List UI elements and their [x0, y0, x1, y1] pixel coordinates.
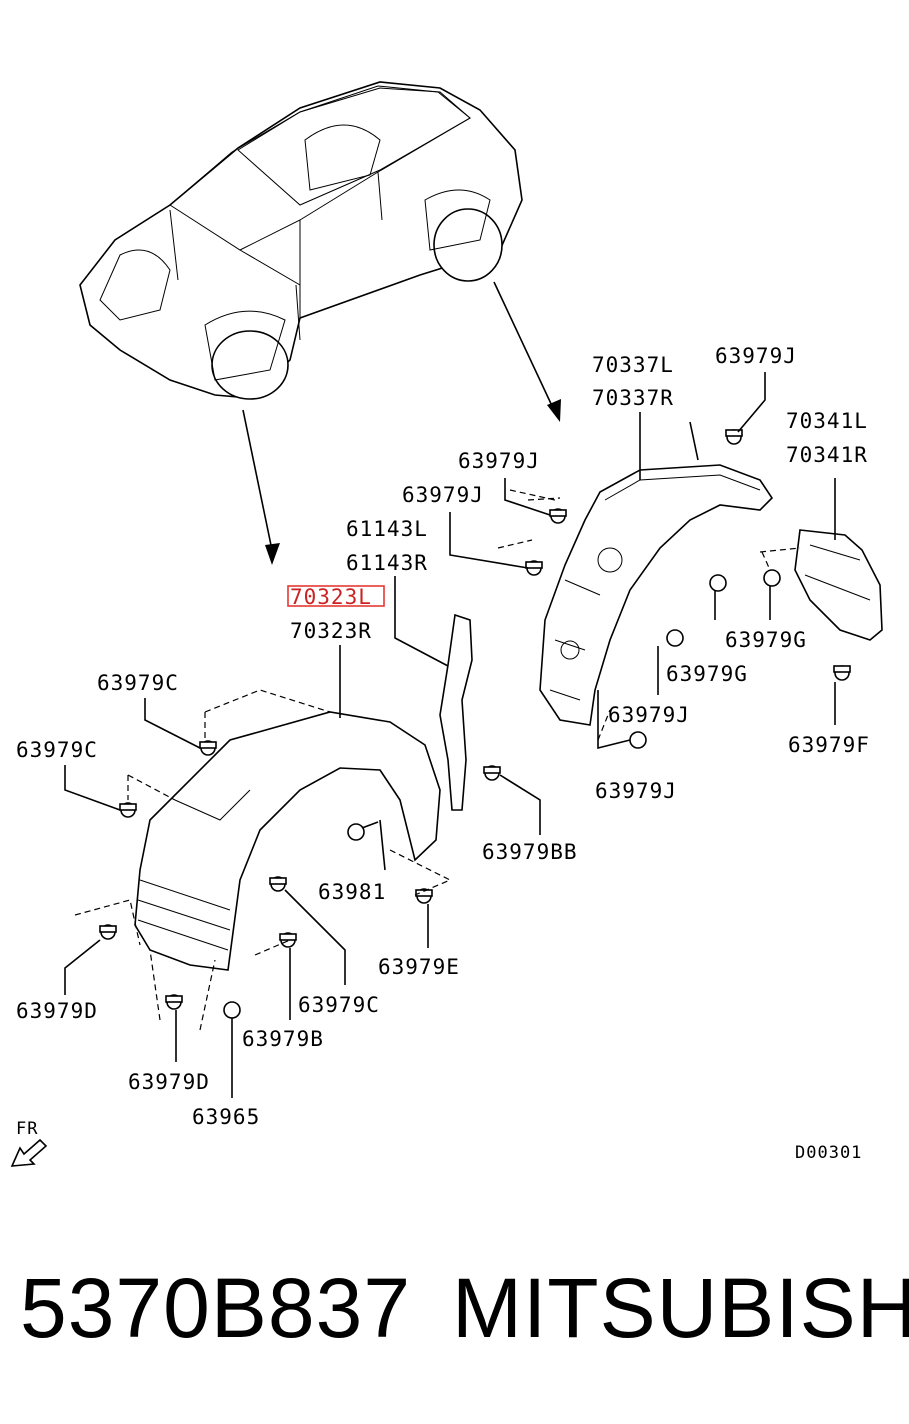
clip-63979C-b — [119, 802, 137, 818]
rear-mud-flap — [794, 529, 883, 641]
part-number: 5370B837 — [20, 1261, 412, 1355]
clip-63979J-d — [629, 731, 647, 749]
label-63979G: 63979G — [725, 628, 807, 652]
clip-63979D-b — [165, 994, 183, 1010]
label-63979D: 63979D — [16, 999, 98, 1023]
label-63979J: 63979J — [715, 344, 797, 368]
label-70341L: 70341L — [786, 409, 868, 433]
brand-name: MITSUBISHI — [452, 1261, 909, 1355]
part-labels: 70337L 70337R 63979J 70341L 70341R 63979… — [16, 344, 870, 1129]
label-63979J: 63979J — [595, 779, 677, 803]
bracket — [439, 613, 473, 811]
front-wheel-liner — [134, 711, 441, 971]
clip-63979F — [833, 665, 851, 681]
label-61143L: 61143L — [346, 517, 428, 541]
label-63979B: 63979B — [242, 1027, 324, 1051]
bolt-63981 — [347, 821, 379, 841]
leader-arrows — [242, 281, 561, 565]
clip-63979J-b — [549, 508, 567, 524]
label-63979E: 63979E — [378, 955, 460, 979]
label-63979J: 63979J — [608, 703, 690, 727]
label-70341R: 70341R — [786, 443, 868, 467]
label-70337R: 70337R — [592, 386, 674, 410]
label-63981: 63981 — [318, 880, 386, 904]
clip-63979C-c — [269, 876, 287, 892]
rear-wheel-liner — [539, 464, 774, 726]
label-63979F: 63979F — [788, 733, 870, 757]
label-61143R: 61143R — [346, 551, 428, 575]
drawing-reference: D00301 — [795, 1143, 862, 1163]
label-63965: 63965 — [192, 1105, 260, 1129]
clip-63965 — [223, 1001, 241, 1019]
fr-arrow-icon — [10, 1138, 48, 1167]
fr-label: FR — [16, 1119, 38, 1139]
label-63979C: 63979C — [298, 993, 380, 1017]
clip-63979E — [415, 888, 433, 904]
label-63979J: 63979J — [458, 449, 540, 473]
clip-63979BB — [483, 765, 501, 781]
car-illustration — [79, 81, 523, 400]
highlight-box — [287, 585, 385, 607]
label-70323R: 70323R — [290, 619, 372, 643]
clip-63979D-a — [99, 924, 117, 940]
label-63979J: 63979J — [402, 483, 484, 507]
clip-63979B — [279, 932, 297, 948]
label-63979C: 63979C — [16, 738, 98, 762]
clip-63979J-c — [525, 560, 543, 576]
clip-63979G-b — [763, 569, 781, 587]
label-63979D: 63979D — [128, 1070, 210, 1094]
label-70337L: 70337L — [592, 353, 674, 377]
front-direction-indicator: FR — [10, 1119, 48, 1167]
label-63979G: 63979G — [666, 662, 748, 686]
clip-63979G-a — [709, 574, 727, 592]
clip-63979C-a — [199, 740, 217, 756]
clip-63979G-c — [666, 629, 684, 647]
leader-lines — [64, 372, 836, 1098]
label-70323L: 70323L — [290, 585, 372, 609]
label-63979BB: 63979BB — [482, 840, 578, 864]
label-63979C: 63979C — [97, 671, 179, 695]
fastener-clips — [99, 429, 851, 1019]
clip-63979J-a — [725, 429, 743, 445]
